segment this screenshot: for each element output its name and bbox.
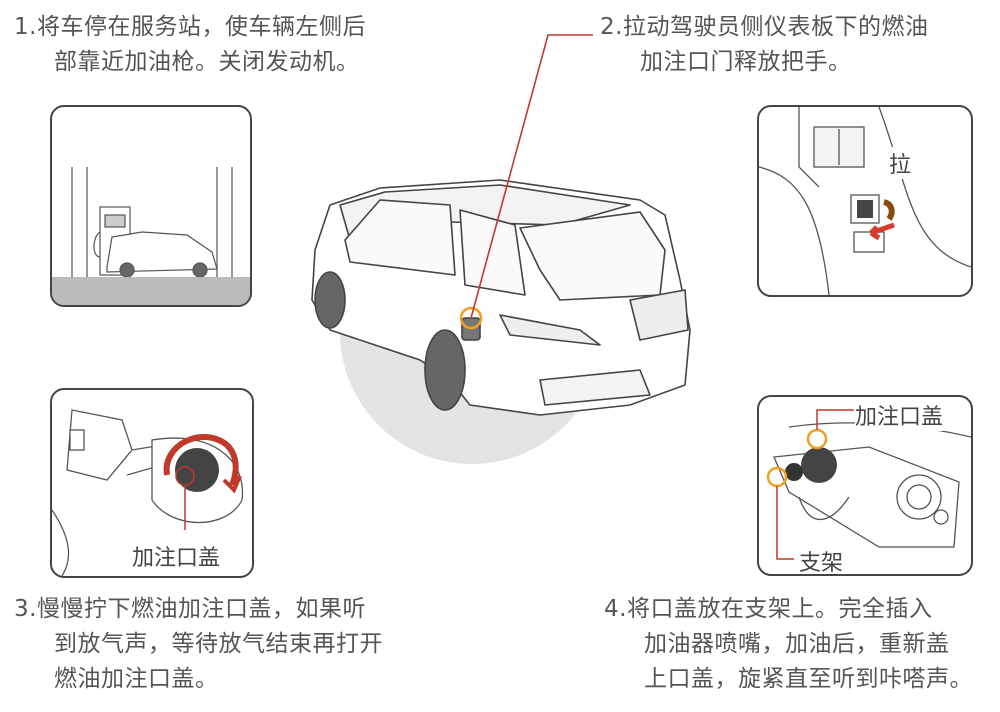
step-2-line-1: 2.拉动驾驶员侧仪表板下的燃油 <box>600 14 929 40</box>
step-3-line-2: 到放气声，等待放气结束再打开 <box>54 631 383 657</box>
step-4-line-2: 加油器喷嘴，加油后，重新盖 <box>644 631 950 657</box>
gas-station-panel <box>50 105 252 307</box>
step-3-instructions: 3.慢慢拧下燃油加注口盖，如果听 到放气声，等待放气结束再打开 燃油加注口盖。 <box>14 592 383 697</box>
step-4-line-1: 4.将口盖放在支架上。完全插入 <box>604 596 933 622</box>
cap-holder-illustration <box>766 409 971 560</box>
fuel-cap-label: 加注口盖 <box>855 399 944 431</box>
cap-highlight <box>806 428 828 450</box>
rotate-arrow-icon <box>163 433 239 487</box>
step-2-instructions: 2.拉动驾驶员侧仪表板下的燃油 加注口门释放把手。 <box>600 10 928 80</box>
holder-label: 支架 <box>799 545 844 574</box>
step-1-instructions: 1.将车停在服务站，使车辆左侧后 部靠近加油枪。关闭发动机。 <box>14 10 366 80</box>
step-1-line-2: 部靠近加油枪。关闭发动机。 <box>54 49 360 75</box>
step-4-line-3: 上口盖，旋紧直至听到咔嗒声。 <box>644 666 973 692</box>
fuel-cap-label: 加注口盖 <box>132 540 221 572</box>
step-3-line-1: 3.慢慢拧下燃油加注口盖，如果听 <box>14 596 366 622</box>
release-handle-panel: 拉 <box>757 105 973 297</box>
step-2-line-2: 加注口门释放把手。 <box>640 49 852 75</box>
unscrew-cap-panel: 加注口盖 <box>50 388 254 578</box>
fuel-door-highlight <box>459 306 483 330</box>
unscrew-cap-illustration <box>52 409 244 576</box>
pointer-line <box>470 34 593 319</box>
step-4-instructions: 4.将口盖放在支架上。完全插入 加油器喷嘴，加油后，重新盖 上口盖，旋紧直至听到… <box>604 592 973 697</box>
gas-station-illustration <box>52 167 250 305</box>
pull-arrow-icon <box>869 222 895 241</box>
pull-label: 拉 <box>889 147 912 179</box>
cap-holder-panel: 加注口盖 支架 <box>757 395 973 576</box>
release-handle-illustration <box>759 107 971 295</box>
step-3-line-3: 燃油加注口盖。 <box>54 666 219 692</box>
step-1-line-1: 1.将车停在服务站，使车辆左侧后 <box>14 14 366 40</box>
